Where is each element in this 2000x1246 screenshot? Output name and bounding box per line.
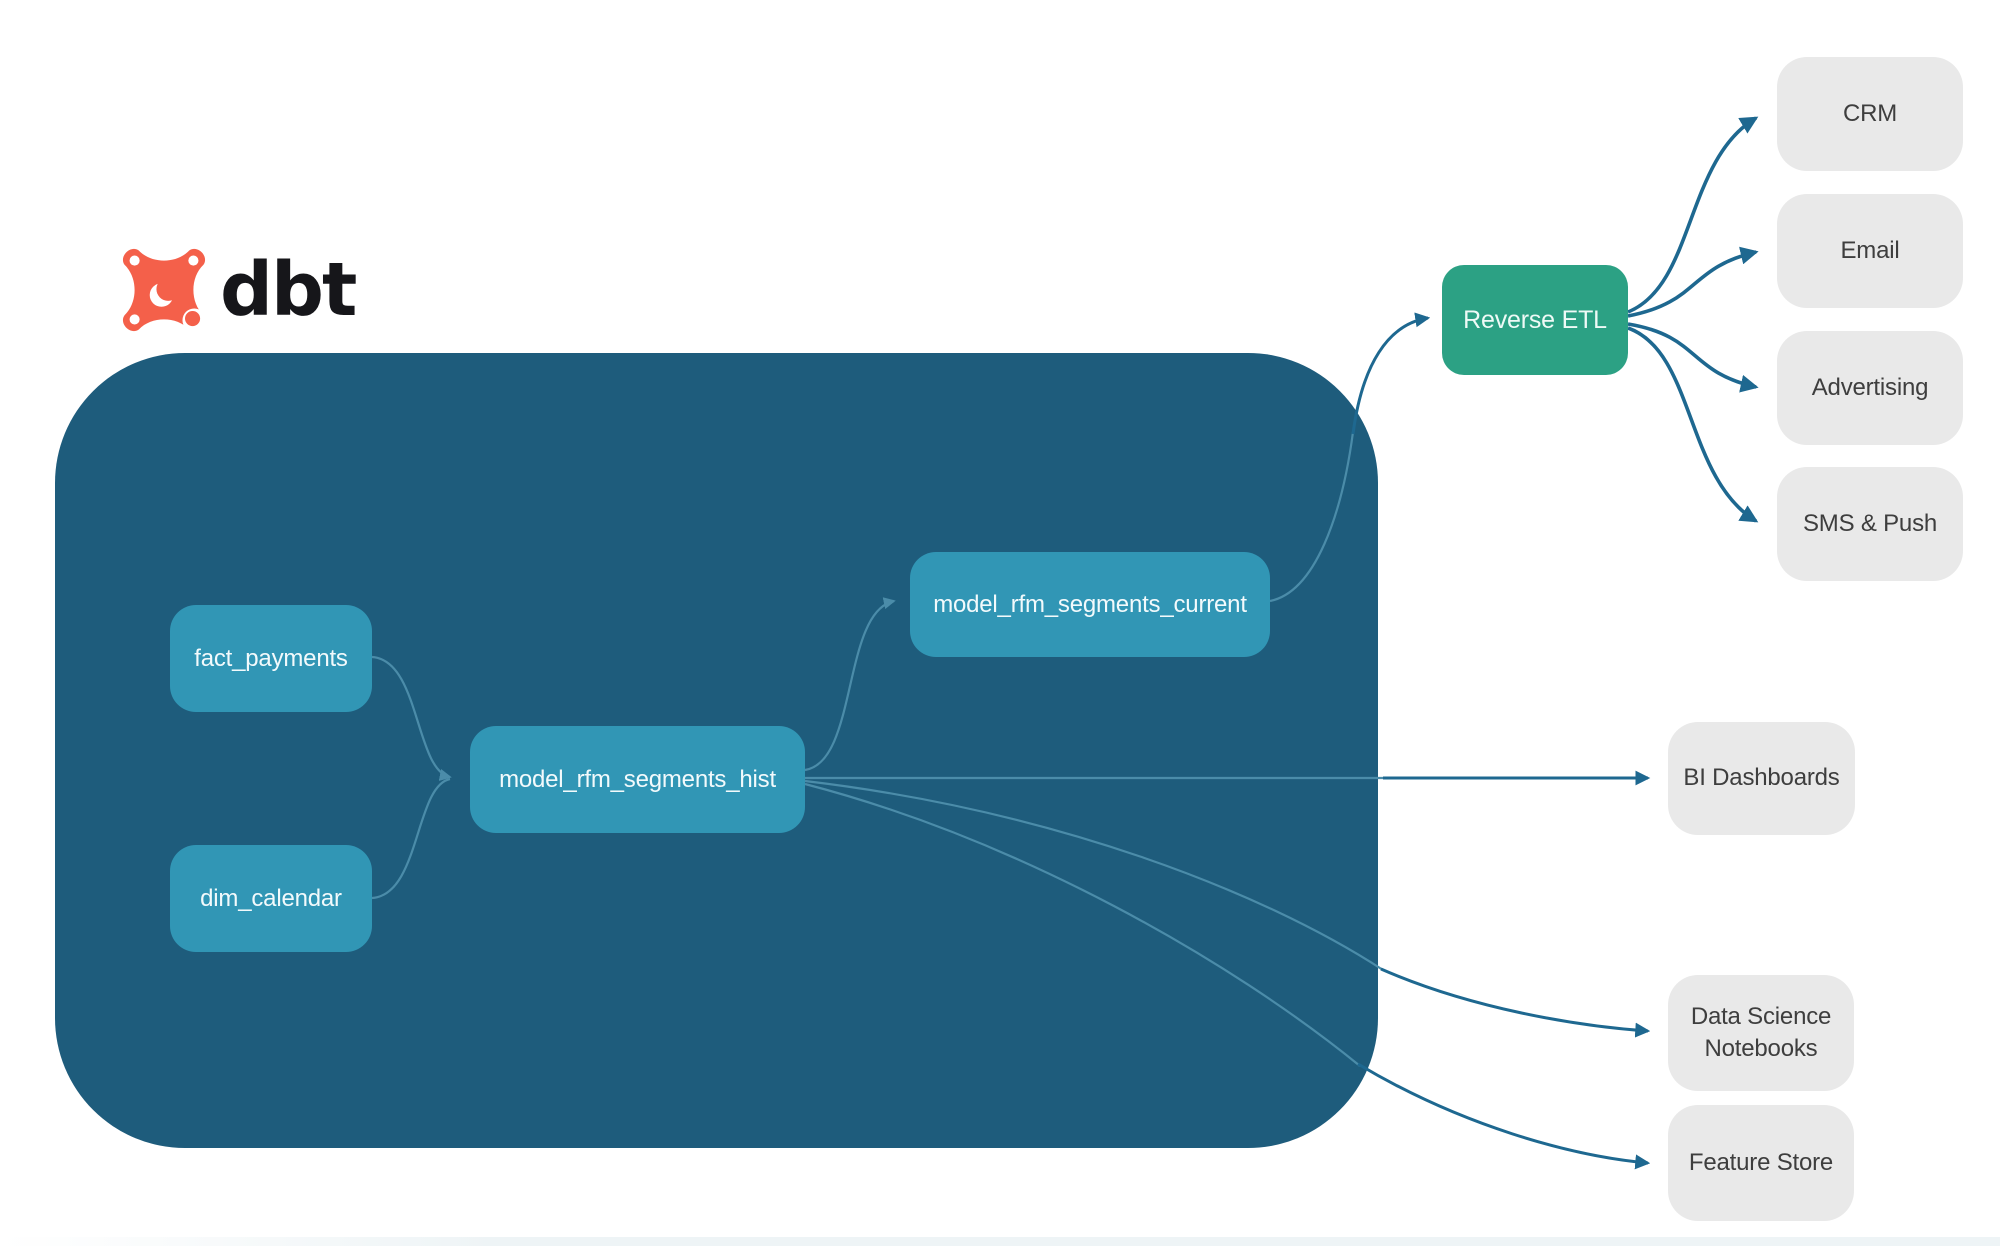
node-advertising-label: Advertising xyxy=(1811,373,1929,401)
edge-retl-to-sms xyxy=(1627,326,1759,523)
node-advertising: Advertising xyxy=(1777,331,1963,445)
node-dim-calendar: dim_calendar xyxy=(170,845,372,952)
node-feature-store-label: Feature Store xyxy=(1688,1148,1834,1176)
edge-hist-to-fs xyxy=(1357,1062,1651,1170)
node-email-label: Email xyxy=(1840,236,1900,264)
node-crm-label: CRM xyxy=(1842,99,1898,127)
edge-hist-to-ds xyxy=(1380,967,1651,1038)
dbt-wordmark: dbt xyxy=(220,247,357,333)
node-sms-push: SMS & Push xyxy=(1777,467,1963,581)
node-model-rfm-segments-hist-label: model_rfm_segments_hist xyxy=(499,765,776,793)
node-bi-dashboards: BI Dashboards xyxy=(1668,722,1855,835)
node-feature-store: Feature Store xyxy=(1668,1105,1854,1221)
node-fact-payments: fact_payments xyxy=(170,605,372,712)
dbt-brand: dbt xyxy=(122,247,357,333)
edge-retl-to-crm xyxy=(1627,116,1759,314)
node-model-rfm-segments-current-label: model_rfm_segments_current xyxy=(933,590,1247,618)
node-model-rfm-segments-current: model_rfm_segments_current xyxy=(910,552,1270,657)
dbt-logo-icon xyxy=(122,248,206,332)
edge-current-to-retl xyxy=(1351,312,1431,435)
edge-retl-to-email xyxy=(1627,246,1759,318)
node-reverse-etl: Reverse ETL xyxy=(1442,265,1628,375)
bottom-edge-strip xyxy=(0,1237,2000,1246)
node-sms-push-label: SMS & Push xyxy=(1802,509,1938,537)
edge-retl-to-advertising xyxy=(1627,322,1759,393)
node-data-science-notebooks-label: Data Science Notebooks xyxy=(1690,1002,1832,1062)
node-reverse-etl-label: Reverse ETL xyxy=(1463,305,1607,334)
node-dim-calendar-label: dim_calendar xyxy=(200,884,342,912)
node-model-rfm-segments-hist: model_rfm_segments_hist xyxy=(470,726,805,833)
node-fact-payments-label: fact_payments xyxy=(194,644,348,672)
node-data-science-notebooks: Data Science Notebooks xyxy=(1668,975,1854,1091)
node-crm: CRM xyxy=(1777,57,1963,171)
node-email: Email xyxy=(1777,194,1963,308)
node-bi-dashboards-label: BI Dashboards xyxy=(1683,764,1840,792)
